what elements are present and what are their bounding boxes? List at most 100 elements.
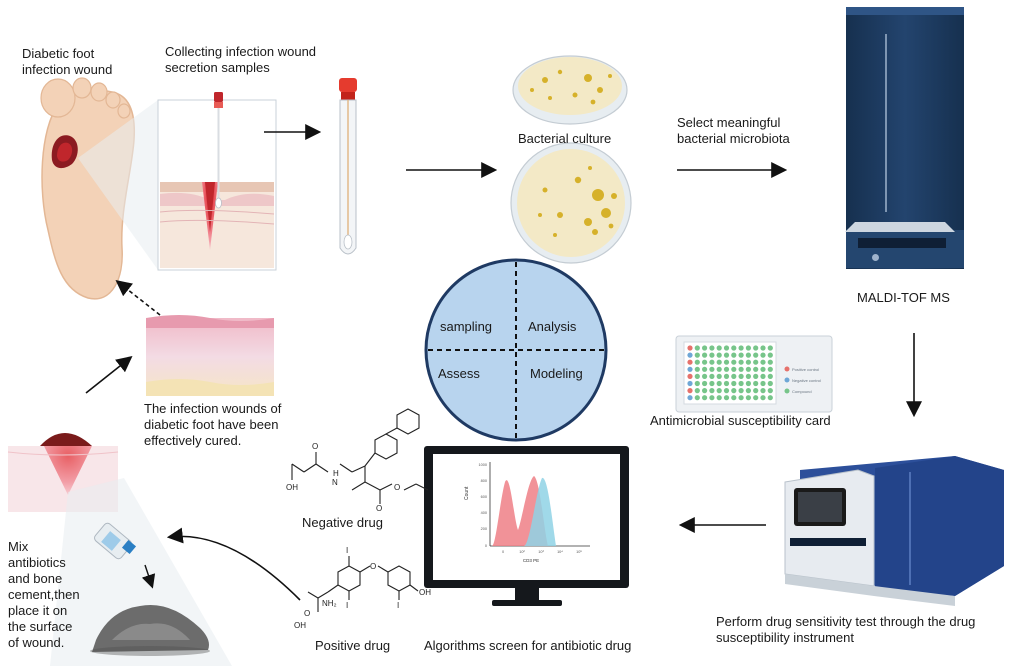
card-well: [709, 380, 715, 387]
svg-text:H: H: [333, 469, 339, 478]
card-well: [738, 352, 744, 358]
card-legend-compound: Compound: [792, 389, 812, 394]
card-well: [716, 388, 722, 394]
susceptibility-card: Positive control Negative control Compou…: [675, 335, 833, 413]
xtick: 10³: [538, 550, 544, 554]
card-well: [767, 388, 773, 394]
ytick: 1000: [479, 463, 487, 467]
card-well: [738, 345, 744, 351]
card-well: [709, 359, 715, 365]
label-positive-drug: Positive drug: [315, 638, 391, 653]
card-well: [753, 395, 759, 401]
card-well: [753, 373, 759, 379]
ytick: 400: [481, 511, 487, 515]
card-well: [753, 359, 759, 365]
card-well: [731, 359, 737, 365]
svg-text:O: O: [394, 483, 400, 492]
antibiotic-vial: [94, 522, 137, 560]
label-collecting: Collecting infection wound secretion sam…: [165, 44, 317, 75]
bone-cement-pile: [90, 604, 210, 656]
card-well: [738, 366, 744, 372]
card-well: [767, 345, 773, 351]
card-well: [745, 345, 752, 351]
card-well: [709, 352, 715, 358]
cycle-analysis: Analysis: [528, 319, 577, 334]
card-well: [702, 352, 708, 358]
card-well: [767, 366, 773, 372]
card-well: [702, 359, 708, 365]
card-well: [745, 359, 752, 365]
xtick: 10⁴: [557, 550, 563, 554]
card-well: [694, 359, 700, 365]
ytick: 800: [481, 479, 487, 483]
label-maldi: MALDI-TOF MS: [857, 290, 950, 305]
healed-skin-layer: [146, 315, 274, 396]
maldi-tof-instrument: [845, 7, 964, 269]
label-algorithms: Algorithms screen for antibiotic drug: [424, 638, 632, 653]
zoom-callout: [78, 100, 158, 270]
card-well: [753, 388, 759, 394]
label-culture: Bacterial culture: [518, 131, 612, 146]
cycle-sampling: sampling: [440, 319, 493, 334]
card-well: [716, 373, 722, 379]
label-wound: Diabetic foot infection wound: [22, 46, 113, 77]
card-well: [687, 395, 693, 401]
card-well: [723, 395, 730, 401]
xtick: 10²: [519, 550, 525, 554]
card-well: [687, 345, 693, 351]
svg-text:NH₂: NH₂: [322, 599, 337, 608]
arrow-vial-to-cement: [141, 564, 156, 589]
card-well: [738, 373, 744, 379]
card-well: [760, 373, 766, 379]
card-well: [694, 395, 700, 401]
card-well: [760, 388, 766, 394]
card-well: [767, 359, 773, 365]
card-well: [731, 373, 737, 379]
card-well: [723, 359, 730, 365]
card-well: [723, 373, 730, 379]
card-well: [709, 345, 715, 351]
card-well: [702, 395, 708, 401]
negative-drug-atoms: HN OOH OO: [286, 442, 400, 513]
card-well: [753, 366, 759, 372]
card-well: [760, 352, 766, 358]
card-well: [753, 345, 759, 351]
svg-text:OH: OH: [294, 621, 306, 630]
card-well: [702, 388, 708, 394]
treated-wound-section: [7, 433, 119, 512]
chart-xlabel: CD3 PE: [523, 558, 539, 563]
svg-text:N: N: [332, 478, 338, 487]
card-well: [709, 395, 715, 401]
card-well: [694, 345, 700, 351]
dashed-arrow-to-foot: [115, 280, 161, 316]
card-well: [745, 395, 752, 401]
card-well: [716, 359, 722, 365]
card-well: [767, 380, 773, 387]
card-well: [716, 366, 722, 372]
card-well: [687, 380, 693, 387]
label-mix: Mix antibiotics and bone cement,then pla…: [8, 539, 80, 650]
card-well: [716, 352, 722, 358]
card-well: [702, 380, 708, 387]
svg-text:I: I: [346, 546, 348, 555]
ytick: 600: [481, 495, 487, 499]
card-well: [694, 352, 700, 358]
card-well: [760, 366, 766, 372]
petri-dish-top: [512, 55, 628, 125]
card-well: [753, 380, 759, 387]
card-well: [709, 373, 715, 379]
sample-tube: [339, 78, 357, 255]
label-select: Select meaningful bacterial microbiota: [677, 115, 790, 146]
card-well: [731, 395, 737, 401]
label-cured: The infection wounds of diabetic foot ha…: [144, 401, 282, 448]
card-legend-negative: Negative control: [792, 378, 821, 383]
card-well: [716, 395, 722, 401]
card-well: [723, 366, 730, 372]
card-well: [731, 352, 737, 358]
card-well: [760, 345, 766, 351]
card-well: [731, 366, 737, 372]
card-well: [702, 373, 708, 379]
card-well: [753, 352, 759, 358]
card-well: [723, 388, 730, 394]
